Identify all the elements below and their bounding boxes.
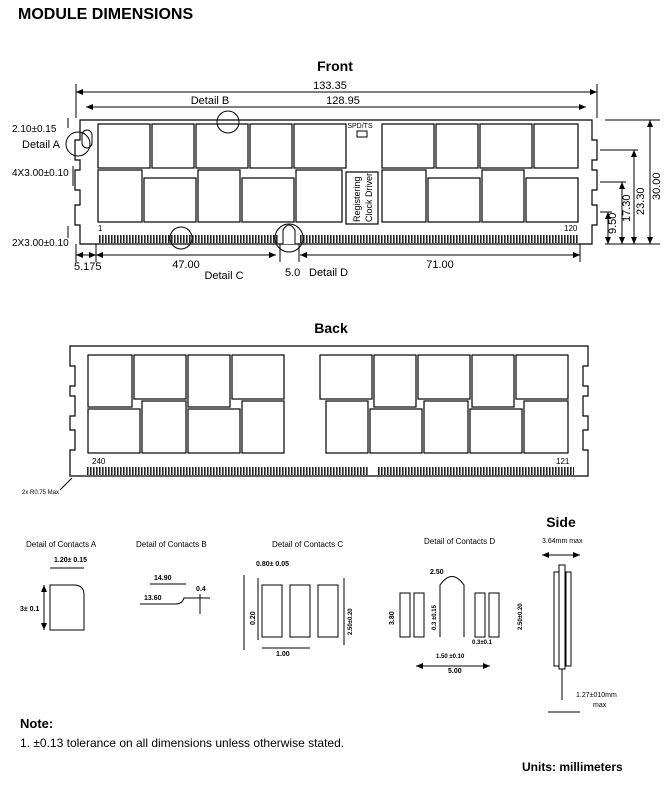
detail-a-h: 3± 0.1: [20, 606, 40, 613]
units-label: Units: millimeters: [522, 760, 623, 774]
detail-d-label: Detail D: [309, 267, 348, 279]
back-pin-last: 121: [556, 457, 570, 466]
detail-c-d3: 2.50±0.20: [348, 608, 354, 635]
detail-d-title: Detail of Contacts D: [424, 537, 495, 546]
front-chips: [97, 123, 579, 225]
front-pins-left: [98, 235, 278, 243]
front-heading: Front: [317, 58, 353, 74]
side-pitch-1: 1.27±010mm: [576, 692, 617, 699]
detail-d-d4: 2.50±0.20: [518, 603, 524, 630]
detail-b-circle: [216, 110, 240, 134]
detail-c-label: Detail C: [204, 270, 243, 282]
front-pins-right: [300, 235, 578, 243]
detail-d-d1: 2.50: [430, 569, 444, 576]
note-title: Note:: [20, 716, 54, 731]
detail-b-label: Detail B: [191, 95, 230, 107]
detail-c-circle: [169, 226, 193, 250]
radius-note: 2x R0.75 Max: [22, 490, 59, 496]
front-pin-last: 120: [564, 224, 578, 233]
detail-a-label: Detail A: [22, 139, 61, 151]
page-title: MODULE DIMENSIONS: [18, 6, 194, 23]
dim-inner-width: 128.95: [326, 95, 360, 107]
detail-d-d2: 3.80: [389, 611, 396, 625]
spd-label: SPD/TS: [347, 123, 373, 130]
back-pcb-outline: [69, 345, 589, 477]
detail-b-d3: 13.60: [144, 595, 162, 602]
detail-c-title: Detail of Contacts C: [272, 540, 343, 549]
front-pcb-outline: [74, 119, 598, 245]
detail-a-title: Detail of Contacts A: [26, 540, 97, 549]
back-pins-right: [378, 467, 574, 475]
register-label-1: Registering: [352, 176, 362, 222]
detail-d-d3: 0.3 ±0.15: [432, 604, 438, 630]
back-pin-first: 240: [92, 457, 106, 466]
holes-dim: 4X3.00±0.10: [12, 168, 69, 179]
h-2330: 23.30: [635, 187, 647, 215]
dim-71: 71.00: [426, 259, 454, 271]
front-pin-first: 1: [98, 224, 103, 233]
back-chips: [87, 354, 569, 454]
notch-top-dim: 2.10±0.15: [12, 124, 57, 135]
side-pcb: [558, 564, 566, 670]
dim-5175: 5.175: [74, 261, 102, 273]
detail-d-d7: 5.00: [448, 668, 462, 675]
h-950: 9.50: [607, 213, 619, 234]
back-pins-left: [86, 467, 368, 475]
side-pitch-2: max: [593, 702, 607, 709]
detail-d-d6: 1.50 ±0.10: [436, 654, 465, 660]
note-text: 1. ±0.13 tolerance on all dimensions unl…: [20, 736, 345, 750]
detail-d-d5: 0.3±0.1: [472, 640, 493, 646]
detail-c-d1: 0.80± 0.05: [256, 561, 289, 568]
detail-d-pins: [399, 576, 500, 638]
detail-c-pins: [261, 584, 339, 638]
side-max: 3.64mm max: [542, 538, 583, 545]
detail-b-title: Detail of Contacts B: [136, 540, 207, 549]
detail-a-circle: [65, 131, 91, 157]
bottom-holes-dim: 2X3.00±0.10: [12, 238, 69, 249]
detail-a-w: 1.20± 0.15: [54, 557, 87, 564]
detail-d-circle: [274, 223, 304, 253]
dim-5: 5.0: [285, 267, 300, 279]
side-heading: Side: [546, 514, 576, 530]
dim-overall-width: 133.35: [313, 80, 347, 92]
h-3000: 30.00: [651, 172, 663, 200]
h-1730: 17.30: [621, 194, 633, 222]
detail-b-d2: 0.4: [196, 586, 206, 593]
dim-47: 47.00: [172, 259, 200, 271]
detail-c-d2: 0.20: [250, 611, 257, 625]
back-heading: Back: [314, 320, 348, 336]
detail-b-d1: 14.90: [154, 575, 172, 582]
detail-c-d4: 1.00: [276, 651, 290, 658]
register-label-2: Clock Driver: [364, 173, 374, 222]
